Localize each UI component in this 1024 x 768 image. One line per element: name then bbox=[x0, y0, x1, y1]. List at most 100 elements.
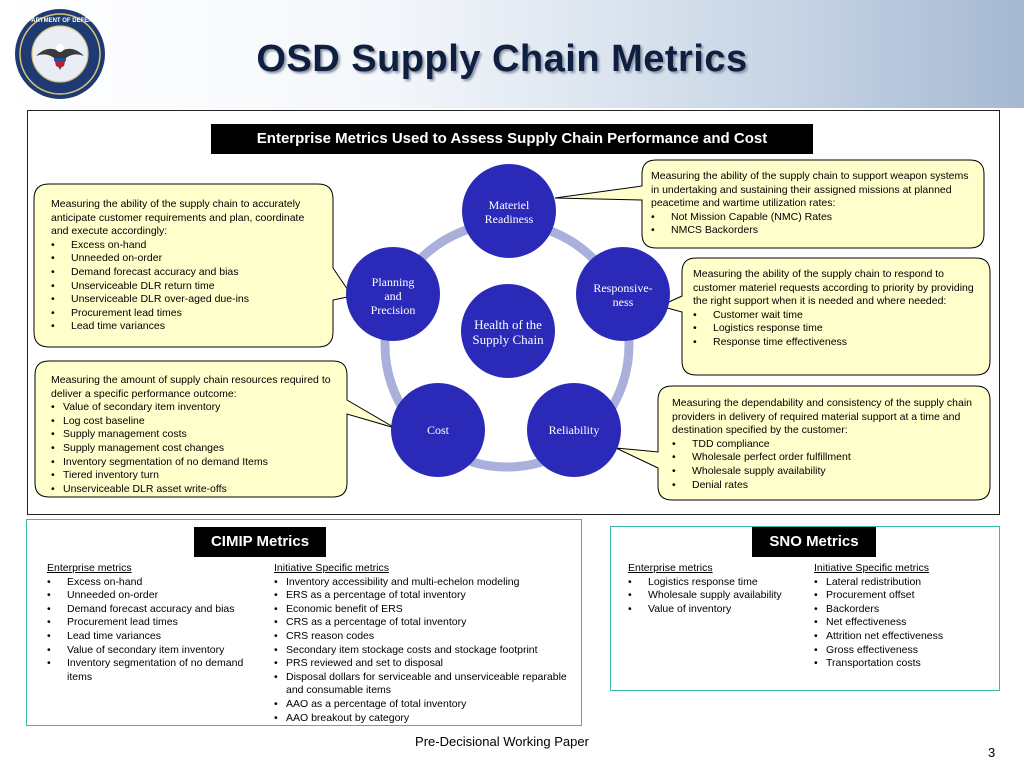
callout-planning-text: Measuring the ability of the supply chai… bbox=[51, 198, 305, 238]
callout-readiness-text: Measuring the ability of the supply chai… bbox=[651, 170, 969, 210]
list-item: Value of secondary item inventory bbox=[51, 401, 341, 415]
list-item: Customer wait time bbox=[693, 309, 983, 323]
list-item: Not Mission Capable (NMC) Rates bbox=[651, 211, 979, 225]
list-item: Lateral redistribution bbox=[814, 576, 994, 590]
list-item: Procurement lead times bbox=[51, 307, 321, 321]
callout-planning-list: Excess on-hand Unneeded on-order Demand … bbox=[51, 239, 321, 334]
list-item: Wholesale supply availability bbox=[628, 589, 808, 603]
list-item: Net effectiveness bbox=[814, 616, 994, 630]
list-item: ERS as a percentage of total inventory bbox=[274, 589, 574, 603]
list-item: Procurement lead times bbox=[47, 616, 259, 630]
list-item: Value of inventory bbox=[628, 603, 808, 617]
callout-reliability-text: Measuring the dependability and consiste… bbox=[672, 397, 973, 437]
list-item: PRS reviewed and set to disposal bbox=[274, 657, 574, 671]
cimip-metrics-box bbox=[26, 519, 582, 726]
list-item: Supply management cost changes bbox=[51, 442, 341, 456]
list-item: Unneeded on-order bbox=[47, 589, 259, 603]
sno-metrics-box bbox=[610, 526, 1000, 691]
callout-cost-text: Measuring the amount of supply chain res… bbox=[51, 374, 331, 400]
list-item: Excess on-hand bbox=[47, 576, 259, 590]
node-responsiveness bbox=[576, 247, 670, 341]
list-item: Secondary item stockage costs and stocka… bbox=[274, 644, 574, 658]
list-item: Transportation costs bbox=[814, 657, 994, 671]
svg-text:DEPARTMENT OF DEFENSE: DEPARTMENT OF DEFENSE bbox=[19, 18, 100, 24]
node-reliability bbox=[527, 383, 621, 477]
list-item: Denial rates bbox=[672, 479, 978, 493]
list-item: Inventory accessibility and multi-echelo… bbox=[274, 576, 574, 590]
callout-cost-list: Value of secondary item inventory Log co… bbox=[51, 401, 341, 496]
list-item: Wholesale supply availability bbox=[672, 465, 978, 479]
node-label-reliability: Reliability bbox=[548, 423, 600, 437]
node-label-responsiveness: Responsive-ness bbox=[593, 281, 653, 309]
cimip-initiative-list: Inventory accessibility and multi-echelo… bbox=[274, 576, 574, 726]
sno-title: SNO Metrics bbox=[752, 527, 876, 557]
list-item: Demand forecast accuracy and bias bbox=[47, 603, 259, 617]
list-item: Demand forecast accuracy and bias bbox=[51, 266, 321, 280]
node-materiel-readiness bbox=[462, 164, 556, 258]
cimip-enterprise-column: Enterprise metrics Excess on-hand Unneed… bbox=[47, 562, 259, 684]
list-item: Lead time variances bbox=[47, 630, 259, 644]
list-item: Unserviceable DLR asset write-offs bbox=[51, 483, 341, 497]
callout-responsiveness-text: Measuring the ability of the supply chai… bbox=[693, 268, 974, 308]
callout-planning: Measuring the ability of the supply chai… bbox=[51, 198, 321, 334]
diagram-banner: Enterprise Metrics Used to Assess Supply… bbox=[211, 124, 813, 154]
list-item: Unneeded on-order bbox=[51, 252, 321, 266]
sno-initiative-head: Initiative Specific metrics bbox=[814, 562, 929, 574]
node-label-cost: Cost bbox=[426, 423, 449, 437]
sno-initiative-column: Initiative Specific metrics Lateral redi… bbox=[814, 562, 994, 671]
list-item: Gross effectiveness bbox=[814, 644, 994, 658]
list-item: Unserviceable DLR over-aged due-ins bbox=[51, 293, 321, 307]
node-center-health bbox=[461, 284, 555, 378]
sno-enterprise-head: Enterprise metrics bbox=[628, 562, 713, 574]
callout-readiness-list: Not Mission Capable (NMC) Rates NMCS Bac… bbox=[651, 211, 979, 238]
list-item: NMCS Backorders bbox=[651, 224, 979, 238]
list-item: Procurement offset bbox=[814, 589, 994, 603]
list-item: CRS as a percentage of total inventory bbox=[274, 616, 574, 630]
node-cost bbox=[391, 383, 485, 477]
list-item: Disposal dollars for serviceable and uns… bbox=[274, 671, 574, 698]
list-item: Attrition net effectiveness bbox=[814, 630, 994, 644]
callout-reliability: Measuring the dependability and consiste… bbox=[672, 397, 978, 492]
cimip-enterprise-list: Excess on-hand Unneeded on-order Demand … bbox=[47, 576, 259, 685]
list-item: Economic benefit of ERS bbox=[274, 603, 574, 617]
header-bar bbox=[0, 0, 1024, 108]
list-item: Response time effectiveness bbox=[693, 336, 983, 350]
callout-responsiveness: Measuring the ability of the supply chai… bbox=[693, 268, 983, 350]
list-item: Excess on-hand bbox=[51, 239, 321, 253]
list-item: Wholesale perfect order fulfillment bbox=[672, 451, 978, 465]
list-item: Supply management costs bbox=[51, 428, 341, 442]
sno-initiative-list: Lateral redistribution Procurement offse… bbox=[814, 576, 994, 671]
sno-enterprise-list: Logistics response time Wholesale supply… bbox=[628, 576, 808, 617]
footer-text: Pre-Decisional Working Paper bbox=[415, 734, 589, 749]
list-item: Backorders bbox=[814, 603, 994, 617]
cimip-initiative-head: Initiative Specific metrics bbox=[274, 562, 389, 574]
list-item: TDD compliance bbox=[672, 438, 978, 452]
node-planning-precision bbox=[346, 247, 440, 341]
callout-cost: Measuring the amount of supply chain res… bbox=[51, 374, 341, 496]
list-item: AAO as a percentage of total inventory bbox=[274, 698, 574, 712]
list-item: Logistics response time bbox=[628, 576, 808, 590]
sno-enterprise-column: Enterprise metrics Logistics response ti… bbox=[628, 562, 808, 616]
dod-seal-icon: DEPARTMENT OF DEFENSE bbox=[15, 9, 105, 99]
list-item: AAO breakout by category bbox=[274, 712, 574, 726]
list-item: Logistics response time bbox=[693, 322, 983, 336]
node-label-materiel-readiness: Materiel Readiness bbox=[484, 198, 534, 226]
page-number: 3 bbox=[988, 745, 996, 760]
callout-readiness: Measuring the ability of the supply chai… bbox=[651, 170, 979, 238]
list-item: Log cost baseline bbox=[51, 415, 341, 429]
list-item: Inventory segmentation of no demand Item… bbox=[51, 456, 341, 470]
callout-reliability-list: TDD compliance Wholesale perfect order f… bbox=[672, 438, 978, 492]
list-item: CRS reason codes bbox=[274, 630, 574, 644]
list-item: Value of secondary item inventory bbox=[47, 644, 259, 658]
cimip-initiative-column: Initiative Specific metrics Inventory ac… bbox=[274, 562, 574, 725]
list-item: Tiered inventory turn bbox=[51, 469, 341, 483]
list-item: Lead time variances bbox=[51, 320, 321, 334]
list-item: Unserviceable DLR return time bbox=[51, 280, 321, 294]
list-item: Inventory segmentation of no demand item… bbox=[47, 657, 259, 684]
node-label-center: Health of the Supply Chain bbox=[472, 317, 544, 347]
cimip-title: CIMIP Metrics bbox=[194, 527, 326, 557]
diagram-frame bbox=[27, 110, 1000, 515]
callout-responsiveness-list: Customer wait time Logistics response ti… bbox=[693, 309, 983, 350]
cimip-enterprise-head: Enterprise metrics bbox=[47, 562, 132, 574]
page-title: OSD Supply Chain Metrics bbox=[256, 38, 748, 80]
